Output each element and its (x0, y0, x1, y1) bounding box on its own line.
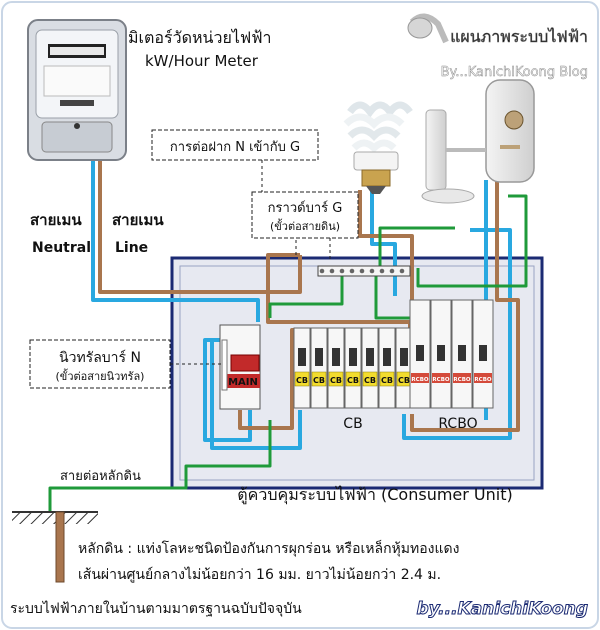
ground-bar (317, 265, 411, 277)
neutral-to-cb (210, 342, 302, 450)
callout-ground-bar-sub: (ขั้วต่อสายดิน) (270, 218, 340, 233)
cb-breaker: CB (395, 327, 413, 409)
rcbo-breaker-group: RCBO RCBO RCBO RCBO (409, 299, 494, 409)
rcbo-tag: RCBO (411, 377, 428, 383)
ground-terminal (379, 268, 385, 274)
neutral-label-en: Neutral (32, 240, 91, 256)
cb-tag: CB (296, 376, 308, 385)
ground-bond-wire (268, 268, 344, 318)
kwh-meter (27, 19, 127, 161)
cb-tag: CB (330, 376, 342, 385)
ground-wire-label: สายต่อหลักดิน (60, 469, 141, 484)
callout-ground-bar: กราวด์บาร์ G (ขั้วต่อสายดิน) (251, 191, 359, 262)
main-label-box (226, 374, 260, 388)
panel-caption: ตู้ควบคุมระบบไฟฟ้า (Consumer Unit) (237, 485, 512, 505)
cb-breaker-group: CB CB CB CB CB CB CB (293, 327, 413, 409)
rcbo-breaker: RCBO (472, 299, 494, 409)
neutral-main-wire (91, 160, 260, 322)
callout-n-to-g-text: การต่อฝาก N เข้ากับ G (170, 140, 300, 155)
rcbo-tag: RCBO (432, 377, 449, 383)
ground-to-rcbo (374, 276, 420, 320)
rcbo-tag: RCBO (453, 377, 470, 383)
footer-brand: by...KanichiKoong (416, 599, 588, 619)
earth-ground-icon (12, 511, 98, 583)
line-shower (410, 180, 520, 432)
cb-tag: CB (313, 376, 325, 385)
ground-terminal (349, 268, 355, 274)
cb-breaker: CB (344, 327, 362, 409)
footer-text: ระบบไฟฟ้าภายในบ้านตามมาตรฐานฉบับปัจจุบัน (10, 600, 302, 617)
ground-shower (416, 194, 528, 288)
cb-breaker: CB (361, 327, 379, 409)
cb-breaker: CB (293, 327, 311, 409)
ground-terminal (319, 268, 325, 274)
cb-breaker: CB (327, 327, 345, 409)
water-heater-icon (407, 13, 535, 204)
ground-terminal (399, 268, 405, 274)
cb-tag: CB (347, 376, 359, 385)
rcbo-breaker: RCBO (430, 299, 452, 409)
callout-neutral-bar: นิวทรัลบาร์ N (ขั้วต่อสายนิวทรัล) (29, 339, 222, 389)
ground-terminal (389, 268, 395, 274)
callout-neutral-bar-text: นิวทรัลบาร์ N (59, 349, 141, 366)
meter-label-en: kW/Hour Meter (145, 52, 259, 70)
neutral-label-th: สายเมน (30, 211, 82, 229)
line-label-en: Line (115, 240, 148, 256)
cb-breaker: CB (310, 327, 328, 409)
ground-terminal (359, 268, 365, 274)
header-title: แผนภาพระบบไฟฟ้า (450, 27, 588, 46)
main-label: MAIN (228, 377, 258, 388)
line-main-wire (98, 160, 302, 294)
ground-rod-line1: หลักดิน : แท่งโลหะชนิดป้องกันการผุกร่อน … (78, 539, 459, 557)
line-to-main (266, 253, 300, 322)
ground-terminal (329, 268, 335, 274)
ground-terminal (339, 268, 345, 274)
ground-terminal (369, 268, 375, 274)
neutral-bar (221, 339, 228, 391)
ground-lamp (378, 226, 455, 268)
cb-tag: CB (364, 376, 376, 385)
meter-label-th: มิเตอร์วัดหน่วยไฟฟ้า (128, 28, 272, 47)
main-breaker: MAIN (219, 324, 261, 410)
cb-tag: CB (398, 376, 410, 385)
ground-rod-line2: เส้นผ่านศูนย์กลางไม่น้อยกว่า 16 มม. ยาวไ… (78, 566, 441, 583)
rcbo-tag: RCBO (474, 377, 491, 383)
rcbo-breaker: RCBO (409, 299, 431, 409)
ground-earth-wire (48, 420, 272, 512)
rcbo-breaker: RCBO (451, 299, 473, 409)
callout-ground-bar-text: กราวด์บาร์ G (268, 200, 343, 216)
rcbo-group-label: RCBO (438, 416, 477, 432)
header-blog: By...KanichiKoong Blog (441, 65, 588, 80)
ground-wires (48, 194, 528, 512)
callout-neutral-bar-sub: (ขั้วต่อสายนิวทรัล) (56, 368, 145, 383)
cb-tag: CB (381, 376, 393, 385)
cb-breaker: CB (378, 327, 396, 409)
cb-group-label: CB (343, 416, 362, 432)
line-lamp (358, 190, 414, 300)
line-label-th: สายเมน (112, 211, 164, 229)
cfl-lamp-icon (343, 101, 413, 194)
